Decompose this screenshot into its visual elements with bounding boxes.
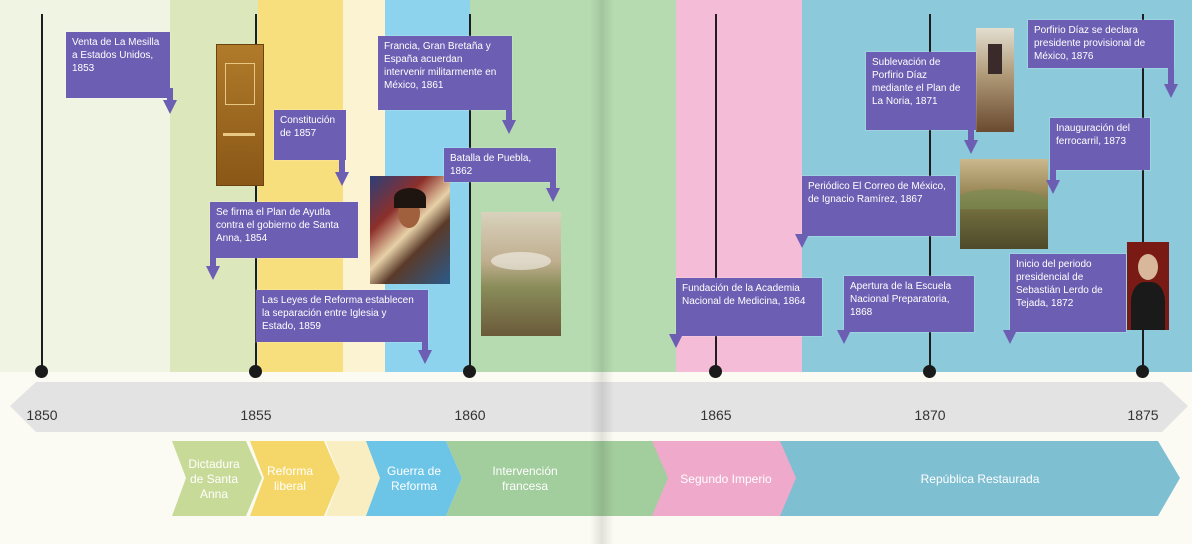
year-line-1860 xyxy=(469,14,471,374)
period-label-reforma-liberal: Reforma liberal xyxy=(266,464,313,493)
event-lerdo: Inicio del periodo presidencial de Sebas… xyxy=(1010,254,1126,332)
year-dot-1850 xyxy=(35,365,48,378)
mural-portrait-image xyxy=(370,176,450,284)
event-ayutla: Se firma el Plan de Ayutla contra el gob… xyxy=(210,202,358,258)
year-label-1855: 1855 xyxy=(240,407,272,423)
lerdo-portrait-image xyxy=(1127,242,1169,330)
period-label-guerra-reforma: Guerra de Reforma xyxy=(386,464,442,493)
event-intervenir: Francia, Gran Bretaña y España acuerdan … xyxy=(378,36,512,110)
year-label-1865: 1865 xyxy=(700,407,732,423)
rider xyxy=(988,44,1002,74)
pointer-academia xyxy=(669,334,683,348)
book-title-plate xyxy=(225,63,255,105)
pointer-escuela xyxy=(837,330,851,344)
railway-hills xyxy=(960,189,1048,209)
pointer-stem-noria xyxy=(968,124,974,142)
page-fold-shadow xyxy=(590,0,614,544)
pointer-ayutla xyxy=(206,266,220,280)
pointer-leyes xyxy=(418,350,432,364)
event-leyes: Las Leyes de Reforma establecen la separ… xyxy=(256,290,428,342)
period-shape-intervencion xyxy=(446,441,672,516)
period-shape-gap xyxy=(326,441,386,516)
pointer-stem-mesilla xyxy=(167,88,173,102)
pointer-stem-leyes xyxy=(422,334,428,352)
year-dot-1870 xyxy=(923,365,936,378)
pointer-intervenir xyxy=(502,120,516,134)
book-band xyxy=(223,133,255,136)
battle-smoke xyxy=(491,252,551,270)
event-correo: Periódico El Correo de México, de Ignaci… xyxy=(802,176,956,236)
period-label-segundo-imperio: Segundo Imperio xyxy=(680,471,772,486)
pointer-stem-intervenir xyxy=(506,100,512,122)
period-label-intervencion: Intervención francesa xyxy=(492,464,558,493)
period-shape-segundo-imperio xyxy=(652,441,798,516)
pointer-noria xyxy=(964,140,978,154)
event-mesilla: Venta de La Mesilla a Estados Unidos, 18… xyxy=(66,32,170,98)
year-line-1865 xyxy=(715,14,717,374)
period-label-santa-anna: Dictadura de Santa Anna xyxy=(188,456,240,501)
period-shape-republica xyxy=(780,441,1180,516)
pointer-puebla xyxy=(546,188,560,202)
railway-landscape-painting xyxy=(960,159,1048,249)
pointer-correo xyxy=(795,234,809,248)
pointer-stem-puebla xyxy=(550,176,556,190)
period-shape-reforma-liberal xyxy=(250,441,340,516)
year-label-1860: 1860 xyxy=(454,407,486,423)
constitution-book-image xyxy=(216,44,264,186)
lerdo-coat xyxy=(1131,282,1165,330)
year-line-1850 xyxy=(41,14,43,374)
event-noria: Sublevación de Porfirio Díaz mediante el… xyxy=(866,52,976,130)
event-diaz: Porfirio Díaz se declara presidente prov… xyxy=(1028,20,1174,68)
year-dot-1855 xyxy=(249,365,262,378)
year-line-1875 xyxy=(1142,14,1144,374)
year-dot-1865 xyxy=(709,365,722,378)
year-dot-1875 xyxy=(1136,365,1149,378)
year-label-1875: 1875 xyxy=(1127,407,1159,423)
period-shape-guerra-reforma xyxy=(366,441,462,516)
event-ferrocarril: Inauguración del ferrocarril, 1873 xyxy=(1050,118,1150,170)
year-line-1855 xyxy=(255,14,257,374)
period-shape-santa-anna xyxy=(172,441,262,516)
pointer-mesilla xyxy=(163,100,177,114)
event-constitucion: Constitución de 1857 xyxy=(274,110,346,160)
event-escuela: Apertura de la Escuela Nacional Preparat… xyxy=(844,276,974,332)
pointer-lerdo xyxy=(1003,330,1017,344)
pointer-diaz xyxy=(1164,84,1178,98)
pointer-stem-diaz xyxy=(1168,60,1174,86)
year-dot-1860 xyxy=(463,365,476,378)
year-label-1850: 1850 xyxy=(26,407,58,423)
mural-hair xyxy=(394,188,426,208)
pointer-ferrocarril xyxy=(1046,180,1060,194)
lerdo-face xyxy=(1138,254,1158,280)
year-label-1870: 1870 xyxy=(914,407,946,423)
pointer-stem-constitucion xyxy=(339,150,345,174)
battle-puebla-painting xyxy=(481,212,561,336)
event-academia: Fundación de la Academia Nacional de Med… xyxy=(676,278,822,336)
pointer-constitucion xyxy=(335,172,349,186)
period-label-republica: República Restaurada xyxy=(920,471,1040,486)
event-puebla: Batalla de Puebla, 1862 xyxy=(444,148,556,182)
pointer-stem-ayutla xyxy=(210,250,216,268)
pointer-stem-ferrocarril xyxy=(1050,166,1056,182)
porfirio-horse-painting xyxy=(976,28,1014,132)
